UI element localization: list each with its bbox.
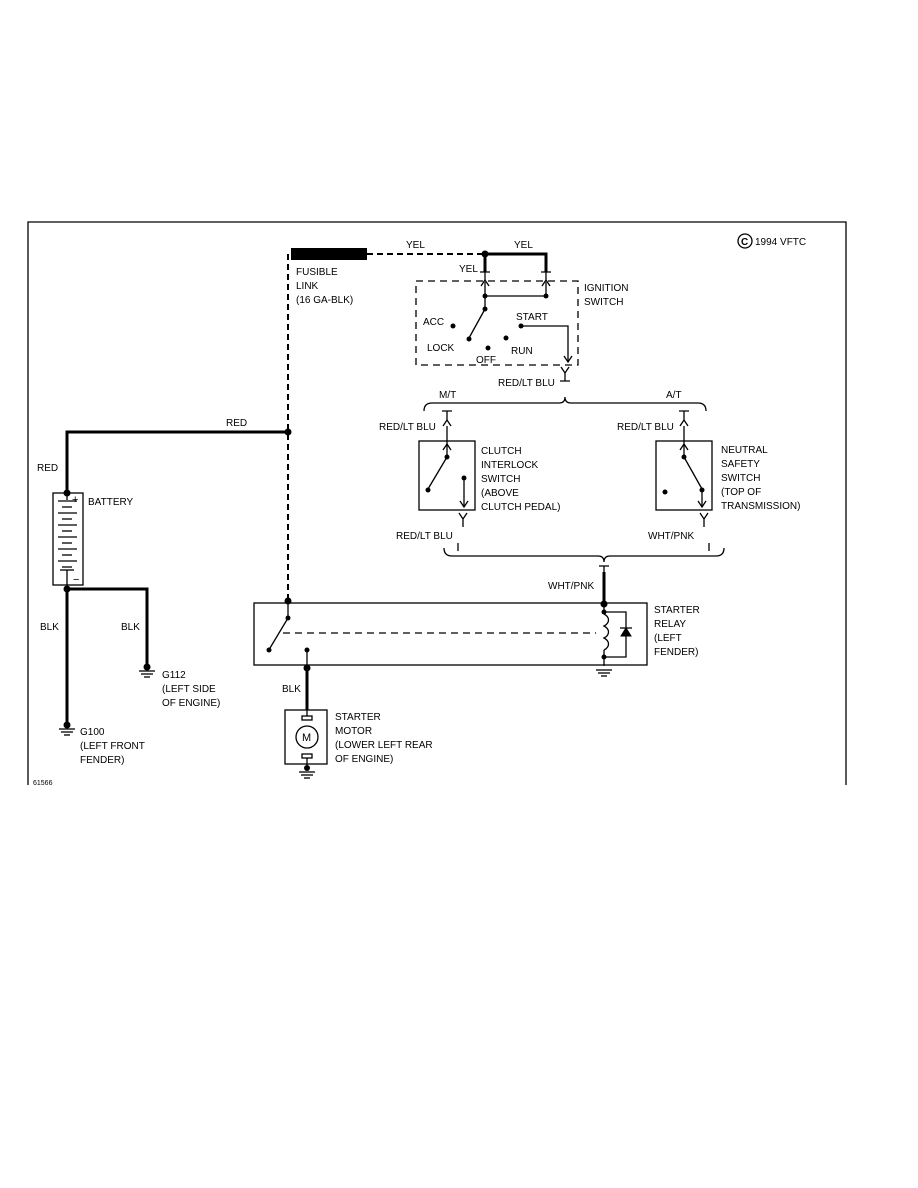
- clutch-switch-label-5: CLUTCH PEDAL): [481, 502, 560, 513]
- wire-label-mt: M/T: [439, 390, 456, 401]
- yel-wire: [485, 252, 548, 272]
- starter-motor-label-4: OF ENGINE): [335, 754, 393, 765]
- starter-motor-label-3: (LOWER LEFT REAR: [335, 740, 433, 751]
- neutral-switch-contacts: [662, 426, 707, 509]
- ignition-pos-acc: ACC: [423, 317, 444, 328]
- starter-motor-box: [284, 709, 328, 765]
- starter-relay-label-1: STARTER: [654, 605, 700, 616]
- junction-yel: [481, 250, 489, 258]
- clutch-switch-connector-top: [442, 410, 452, 427]
- starter-motor-symbol: M: [302, 732, 311, 744]
- wire-label-blk-2: BLK: [121, 622, 140, 633]
- ignition-switch-label-1: IGNITION: [584, 283, 628, 294]
- ignition-pos-start: START: [516, 312, 548, 323]
- copyright-icon: [737, 233, 753, 249]
- transmission-split-bracket: [423, 396, 707, 412]
- ignition-connector-left: [480, 271, 490, 287]
- wire-label-yel-1: YEL: [406, 240, 425, 251]
- relay-input-connector: [599, 565, 609, 572]
- clutch-switch-label-4: (ABOVE: [481, 488, 519, 499]
- ground-g100-label-2: (LEFT FRONT: [80, 741, 145, 752]
- relay-diode-icon: [620, 627, 632, 637]
- switch-merge-bracket: [443, 547, 725, 563]
- relay-ground-icon: [596, 669, 612, 677]
- starter-motor-label-2: MOTOR: [335, 726, 372, 737]
- neutral-switch-label-4: (TOP OF: [721, 487, 761, 498]
- starter-relay-label-3: (LEFT: [654, 633, 682, 644]
- figure-id: 61566: [33, 780, 53, 787]
- wire-label-at: A/T: [666, 390, 682, 401]
- copyright-c: C: [741, 237, 748, 248]
- battery-symbol: [52, 492, 84, 586]
- ignition-pos-run: RUN: [511, 346, 533, 357]
- copyright-mark: C 1994 VFTC: [737, 233, 806, 249]
- clutch-switch-contacts: [425, 426, 469, 509]
- ignition-switch-box: [415, 280, 579, 366]
- neutral-switch-label-1: NEUTRAL: [721, 445, 768, 456]
- ground-g112-label-3: OF ENGINE): [162, 698, 220, 709]
- clutch-switch-label-2: INTERLOCK: [481, 460, 539, 471]
- starter-relay-box: [253, 602, 648, 666]
- ignition-pos-off: OFF: [476, 355, 496, 366]
- ground-g112-label-1: G112: [162, 670, 186, 681]
- wire-label-red-lt-blu-3: RED/LT BLU: [396, 531, 453, 542]
- wire-label-red-lt-blu-4: RED/LT BLU: [617, 422, 674, 433]
- clutch-switch-label-3: SWITCH: [481, 474, 520, 485]
- neutral-switch-connector-bottom: [699, 512, 709, 527]
- wire-label-red-1: RED: [226, 418, 247, 429]
- ignition-output-connector: [560, 366, 570, 382]
- wire-label-yel-3: YEL: [459, 264, 478, 275]
- neutral-switch-connector-top: [679, 410, 689, 427]
- wire-label-wht-pnk-2: WHT/PNK: [548, 581, 594, 592]
- wire-label-red-2: RED: [37, 463, 58, 474]
- ground-g112-icon: [139, 663, 155, 678]
- diagram-frame: [27, 221, 847, 785]
- fusible-link-label-3: (16 GA-BLK): [296, 295, 353, 306]
- red-wire: [65, 430, 288, 493]
- wire-label-blk-1: BLK: [40, 622, 59, 633]
- fusible-link-label-2: LINK: [296, 281, 319, 292]
- ground-g100-label-3: FENDER): [80, 755, 124, 766]
- starter-motor-icon: [295, 710, 319, 779]
- wire-label-wht-pnk-1: WHT/PNK: [648, 531, 694, 542]
- wire-label-yel-2: YEL: [514, 240, 533, 251]
- battery-positive-terminal: [63, 489, 71, 497]
- neutral-switch-label-5: TRANSMISSION): [721, 501, 800, 512]
- ignition-switch-label-2: SWITCH: [584, 297, 623, 308]
- starter-relay-internals: [266, 597, 632, 666]
- neutral-switch-label-2: SAFETY: [721, 459, 760, 470]
- ground-g100-icon: [59, 721, 75, 736]
- ground-g112-label-2: (LEFT SIDE: [162, 684, 216, 695]
- fusible-link-label-1: FUSIBLE: [296, 267, 338, 278]
- blk-wire-g112: [67, 587, 149, 664]
- junction-red: [284, 428, 292, 436]
- starter-motor-label-1: STARTER: [335, 712, 381, 723]
- clutch-switch-label-1: CLUTCH: [481, 446, 522, 457]
- neutral-switch-label-3: SWITCH: [721, 473, 760, 484]
- wire-label-blk-3: BLK: [282, 684, 301, 695]
- wire-label-red-lt-blu-2: RED/LT BLU: [379, 422, 436, 433]
- copyright-text: 1994 VFTC: [755, 237, 806, 248]
- fusible-link: [291, 248, 367, 260]
- starter-relay-label-2: RELAY: [654, 619, 686, 630]
- ignition-connector-right: [541, 271, 551, 287]
- ignition-pos-lock: LOCK: [427, 343, 455, 354]
- ignition-switch-contacts: [450, 282, 573, 364]
- clutch-switch-connector-bottom: [458, 512, 468, 527]
- battery-minus: −: [73, 574, 79, 586]
- wire-label-red-lt-blu-1: RED/LT BLU: [498, 378, 555, 389]
- battery-plus: +: [72, 494, 78, 506]
- starter-relay-label-4: FENDER): [654, 647, 698, 658]
- battery-label: BATTERY: [88, 497, 134, 508]
- ground-g100-label-1: G100: [80, 727, 105, 738]
